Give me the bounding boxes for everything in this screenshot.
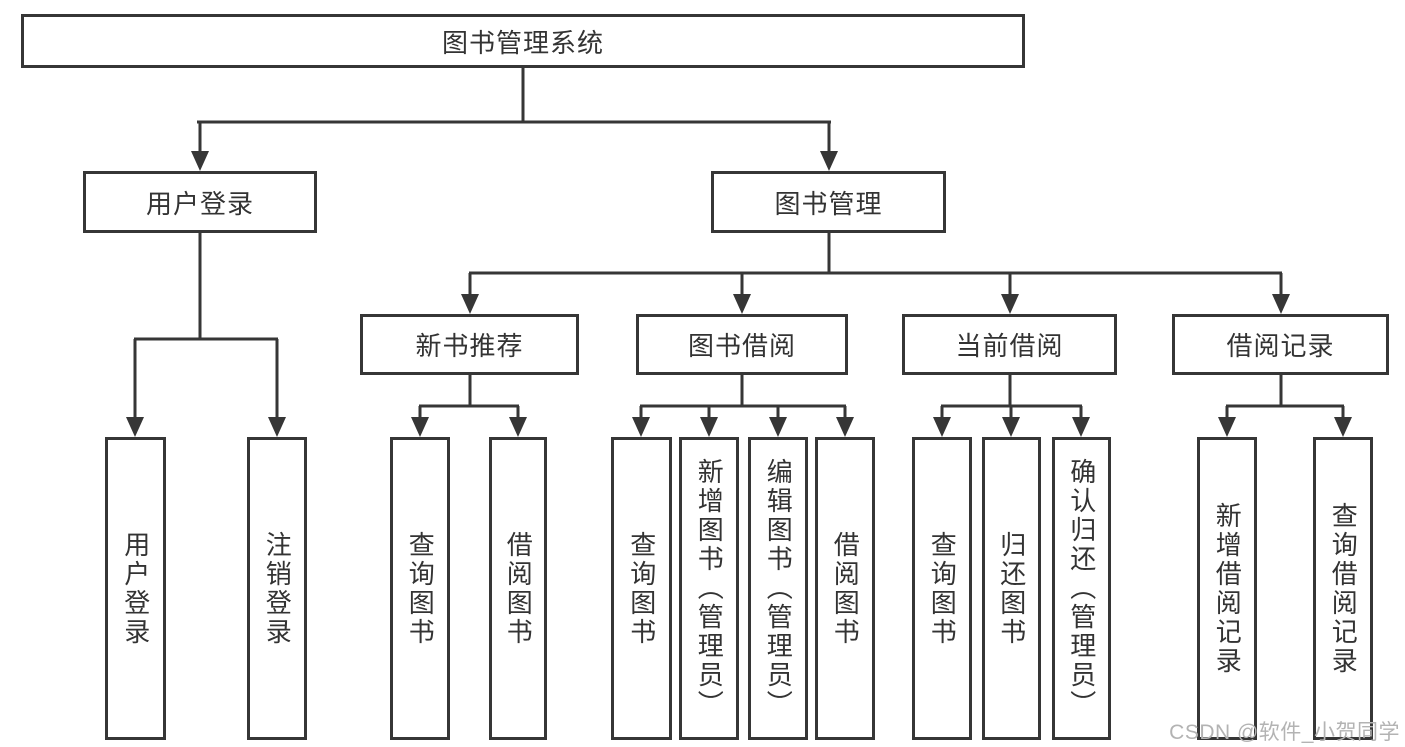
- leaf-query-books-recommend: 查询图书: [390, 437, 450, 740]
- leaf-query-books-borrowing: 查询图书: [611, 437, 672, 740]
- leaf-add-borrow-record: 新增借阅记录: [1197, 437, 1257, 740]
- leaf-logout: 注销登录: [247, 437, 307, 740]
- node-book-borrowing: 图书借阅: [636, 314, 848, 375]
- leaf-query-borrow-record: 查询借阅记录: [1313, 437, 1373, 740]
- leaf-add-books-admin: 新增图书（管理员）: [679, 437, 739, 740]
- node-new-book-recommend: 新书推荐: [360, 314, 579, 375]
- node-user-login: 用户登录: [83, 171, 317, 233]
- leaf-edit-books-admin: 编辑图书（管理员）: [748, 437, 808, 740]
- node-system-root: 图书管理系统: [21, 14, 1025, 68]
- node-borrowing-records: 借阅记录: [1172, 314, 1389, 375]
- leaf-user-login: 用户登录: [105, 437, 166, 740]
- leaf-confirm-return-admin: 确认归还（管理员）: [1052, 437, 1111, 740]
- node-book-management: 图书管理: [711, 171, 946, 233]
- leaf-return-books: 归还图书: [982, 437, 1041, 740]
- watermark-text: CSDN @软件_小贺同学: [1169, 721, 1400, 744]
- leaf-borrow-books-recommend: 借阅图书: [489, 437, 547, 740]
- leaf-borrow-books-borrowing: 借阅图书: [815, 437, 875, 740]
- leaf-query-books-current: 查询图书: [912, 437, 972, 740]
- node-current-borrowing: 当前借阅: [902, 314, 1117, 375]
